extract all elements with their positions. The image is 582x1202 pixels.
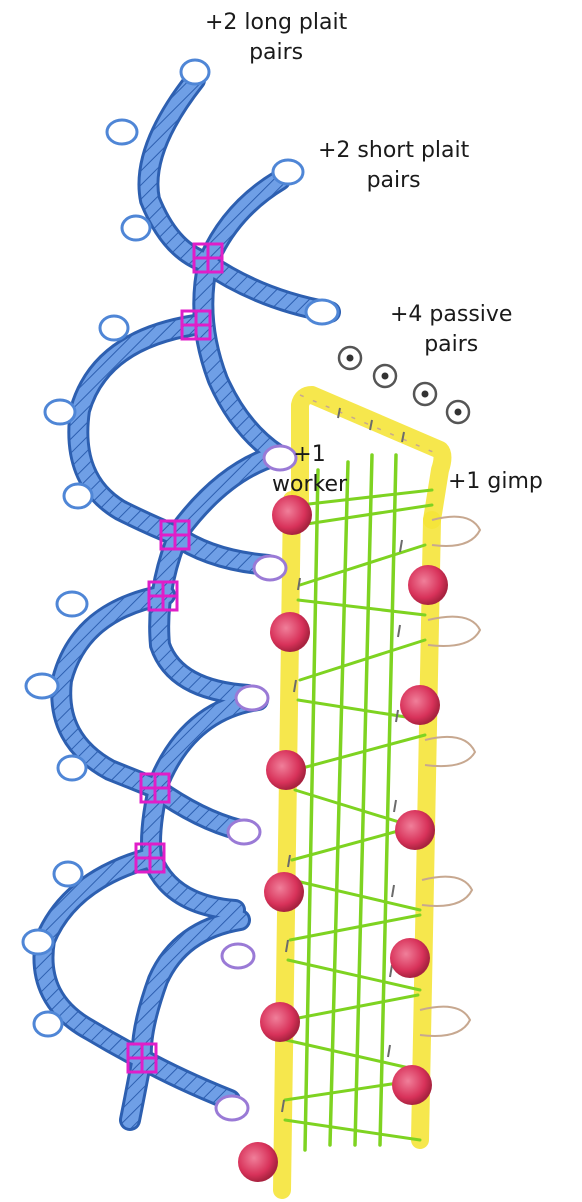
label-passive-pairs: +4 passive pairs <box>390 300 512 360</box>
circled-dot-icon <box>346 354 354 362</box>
circled-dot-icon <box>421 390 429 398</box>
circled-dot-icon <box>381 372 389 380</box>
plait-crossings <box>126 242 224 1074</box>
circled-dot-icon <box>454 408 462 416</box>
label-short-plait-pairs: +2 short plait pairs <box>318 136 469 196</box>
picot-loops <box>214 444 298 1122</box>
label-gimp: +1 gimp <box>448 467 543 497</box>
label-long-plait-line2: pairs <box>249 40 304 65</box>
label-worker: +1 worker <box>272 440 347 500</box>
label-long-plait-pairs: +2 long plait pairs <box>205 8 347 68</box>
label-worker-line1: +1 <box>293 442 326 467</box>
label-worker-line2: worker <box>272 472 348 497</box>
pin-beads <box>238 495 448 1182</box>
label-gimp-line1: +1 gimp <box>448 469 543 494</box>
label-long-plait-line1: +2 long plait <box>205 10 348 35</box>
pin-ticks <box>281 407 405 1113</box>
passive-threads <box>283 453 434 1152</box>
label-passive-line2: pairs <box>424 332 479 357</box>
label-short-plait-line1: +2 short plait <box>318 138 470 163</box>
bobbin-heads <box>21 58 340 1038</box>
plait-braids <box>32 69 341 1131</box>
gimp-bobbins <box>419 515 482 1037</box>
label-short-plait-line2: pairs <box>366 168 421 193</box>
label-passive-line1: +4 passive <box>390 302 513 327</box>
